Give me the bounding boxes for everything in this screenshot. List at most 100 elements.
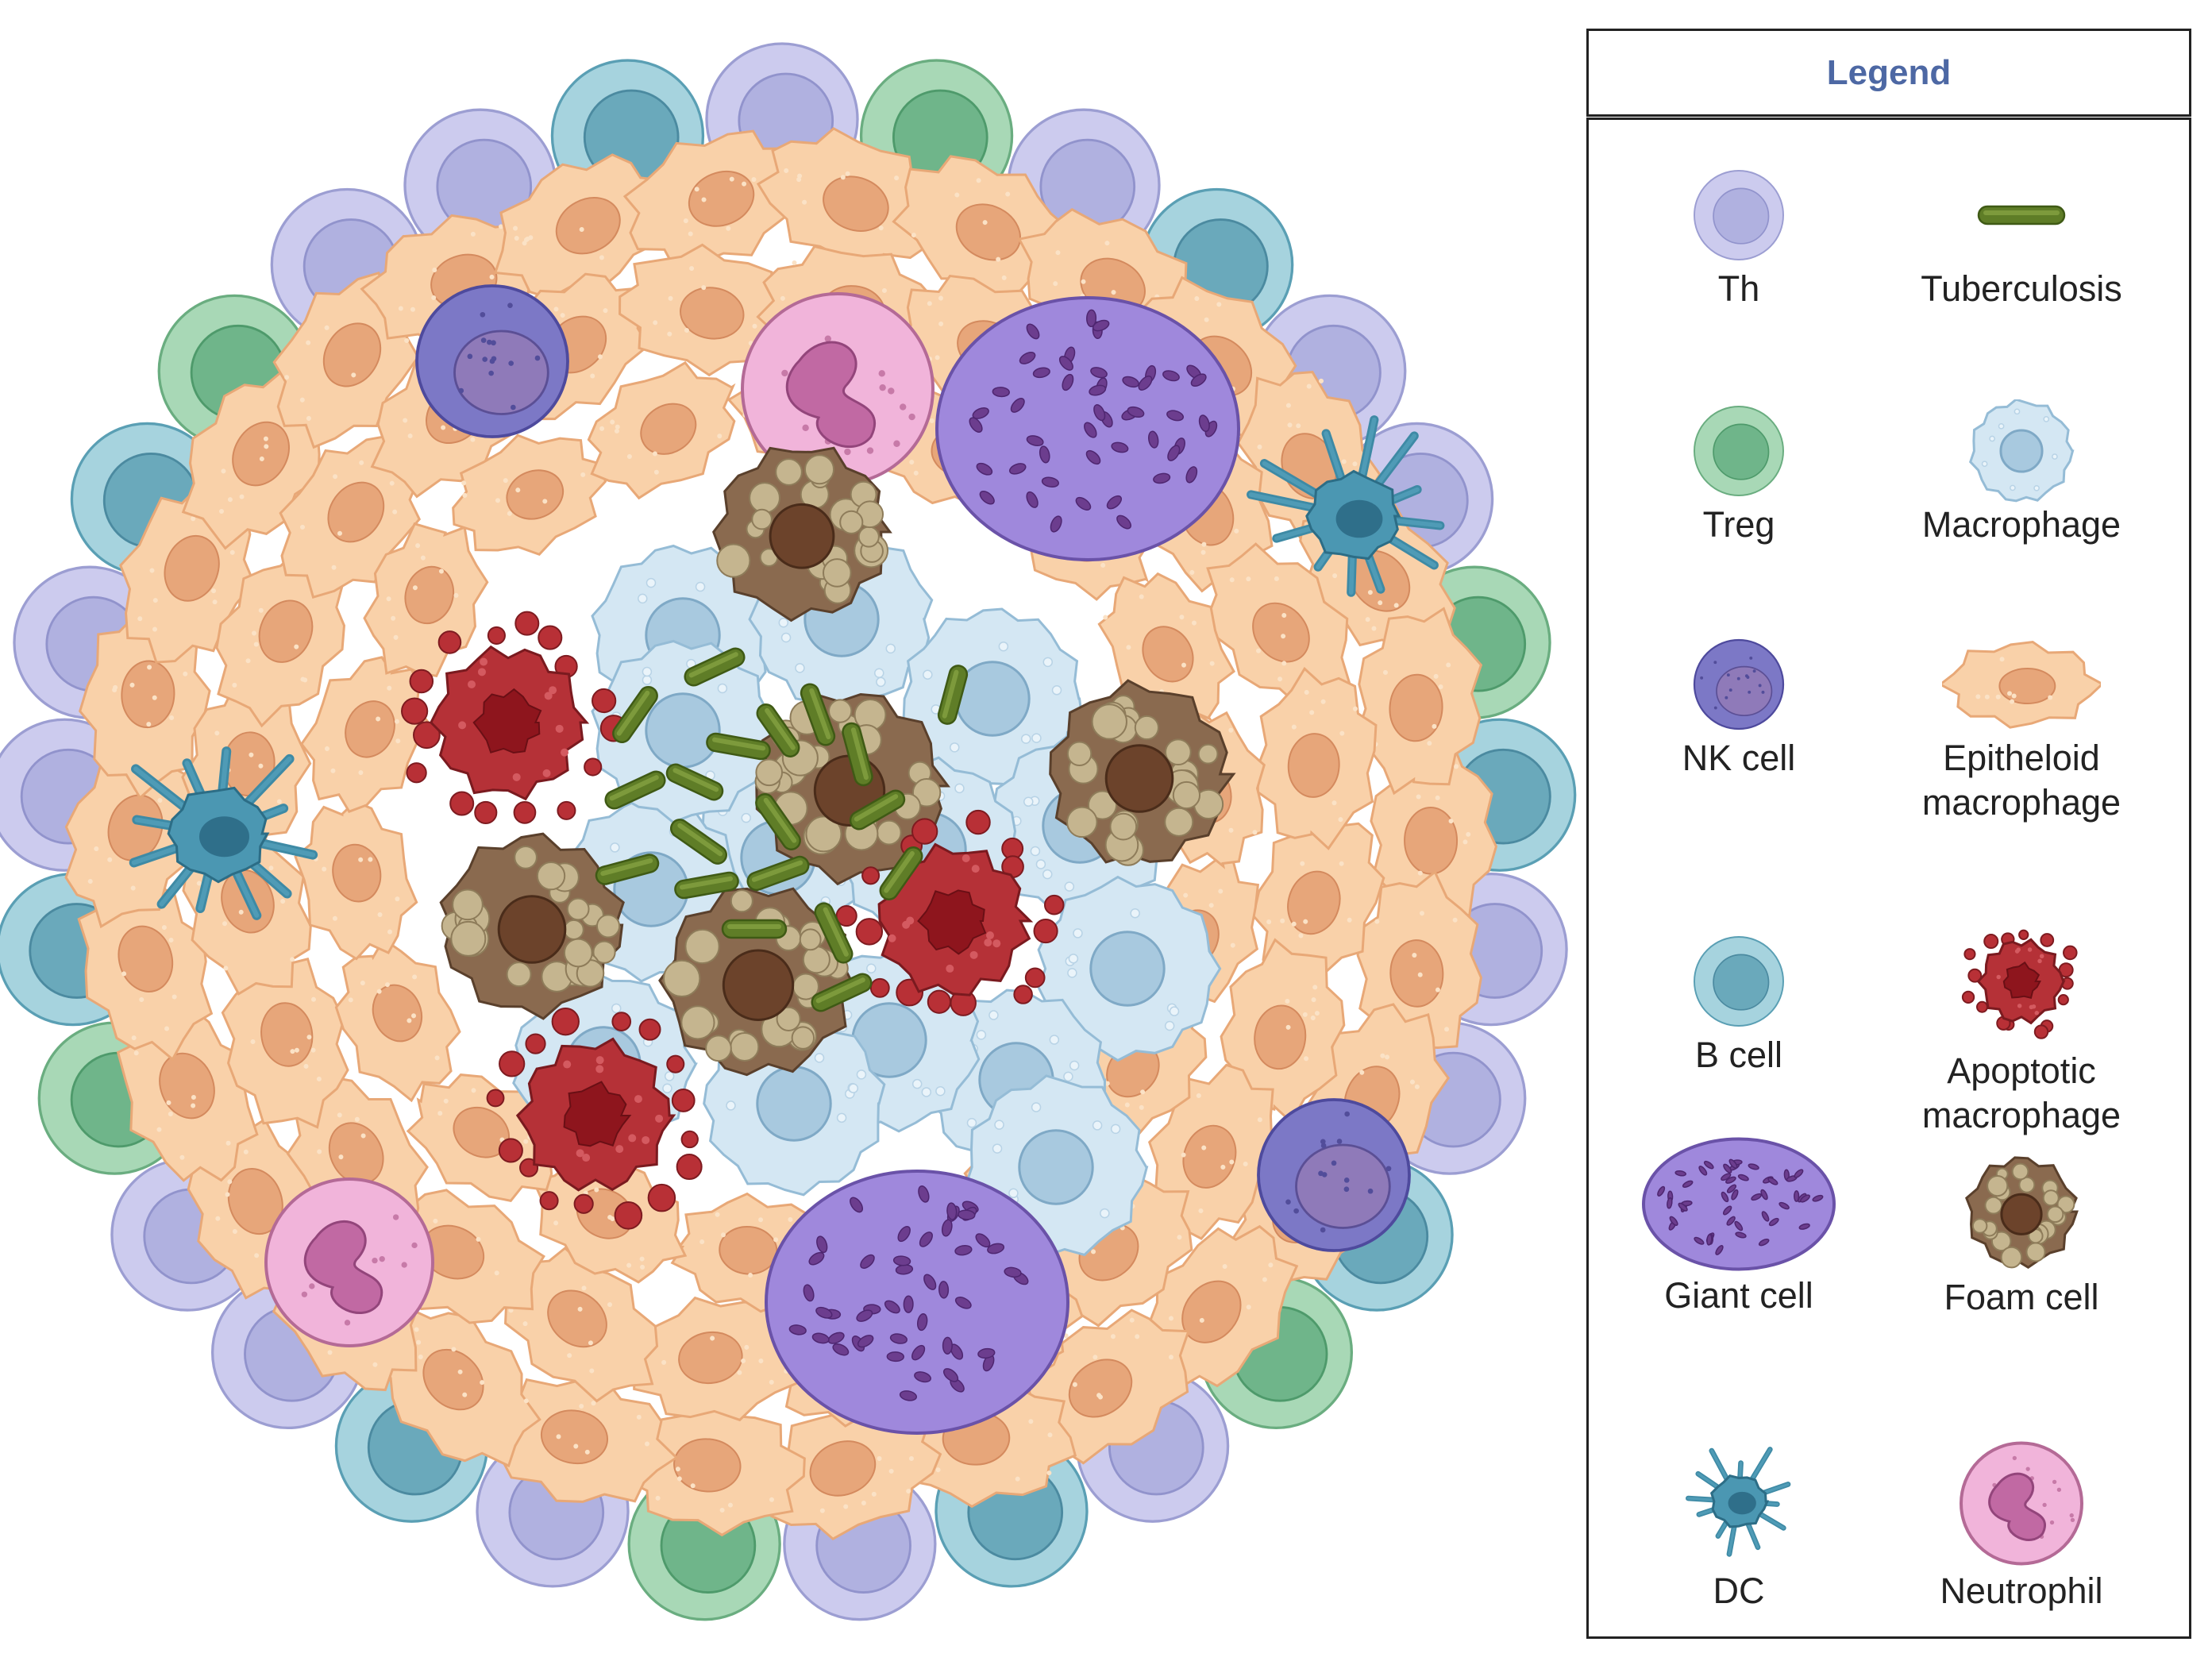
special-cells bbox=[129, 284, 1445, 1435]
legend-item-giant: Giant cell bbox=[1604, 1135, 1874, 1318]
epitheloid-macrophage bbox=[892, 155, 1075, 298]
epitheloid-macrophage bbox=[1023, 1308, 1190, 1465]
apoptotic-macrophage bbox=[835, 809, 1065, 1016]
epitheloid-macrophage bbox=[1251, 804, 1385, 989]
epitheloid-macrophage bbox=[1256, 666, 1378, 850]
foam-cell bbox=[1049, 679, 1236, 866]
legend-label-macrophage: Macrophage bbox=[1921, 504, 2121, 545]
legend-label-neutrophil: Neutrophil bbox=[1940, 1571, 2103, 1611]
macrophage bbox=[1968, 399, 2075, 503]
giant-cell bbox=[935, 296, 1240, 561]
epitheloid-macrophage bbox=[452, 434, 608, 557]
tuberculosis-bacillus bbox=[1977, 205, 2066, 225]
tuberculosis-bacillus bbox=[811, 973, 873, 1012]
legend-label-bcell: B cell bbox=[1694, 1035, 1783, 1075]
legend-item-dc: DC bbox=[1604, 1434, 1874, 1613]
tuberculosis-bacillus bbox=[684, 647, 746, 687]
foam-cell bbox=[658, 887, 854, 1077]
macrophage bbox=[902, 607, 1084, 788]
legend-item-macrophage: Macrophage bbox=[1886, 399, 2156, 547]
legend-panel: Legend Th Tuberculosis Treg Macrophage N… bbox=[1586, 29, 2191, 1639]
tuberculosis-bacillus bbox=[756, 703, 800, 757]
tuberculosis-bacillus bbox=[755, 792, 801, 851]
tuberculosis-bacillus bbox=[842, 722, 873, 787]
giant-cell bbox=[1642, 1137, 1836, 1271]
legend-item-th: Th bbox=[1604, 164, 1874, 311]
dendritic-cell-icon bbox=[1686, 1447, 1791, 1557]
epitheloid-macrophage bbox=[1942, 640, 2101, 729]
epitheloid-macrophage-icon bbox=[1942, 640, 2101, 729]
legend-label-giant: Giant cell bbox=[1664, 1275, 1813, 1316]
legend-item-epitheloid: Epitheloid macrophage bbox=[1886, 633, 2156, 825]
tuberculosis-bacillus bbox=[721, 919, 788, 939]
tuberculosis-bacillus bbox=[849, 789, 906, 831]
macrophage bbox=[591, 639, 777, 824]
epitheloid-macrophage bbox=[334, 937, 461, 1103]
tuberculosis-bacillus-icon bbox=[1977, 205, 2066, 225]
legend-label-foam: Foam cell bbox=[1944, 1277, 2099, 1317]
legend-item-nk: NK cell bbox=[1604, 633, 1874, 780]
legend-item-bcell: B cell bbox=[1604, 930, 1874, 1077]
apoptotic-macrophage bbox=[486, 1007, 703, 1230]
foam-cell-icon bbox=[1965, 1156, 2079, 1269]
foam-cell bbox=[1965, 1156, 2079, 1269]
dendritic-cell bbox=[1247, 415, 1445, 597]
legend-item-tuberculosis: Tuberculosis bbox=[1886, 164, 2156, 311]
legend-label-dc: DC bbox=[1713, 1571, 1765, 1611]
apoptotic-macrophage-icon bbox=[1961, 929, 2078, 1039]
legend-header: Legend bbox=[1586, 29, 2191, 117]
tuberculosis-bacillus bbox=[595, 854, 660, 885]
legend-title: Legend bbox=[1826, 52, 1952, 92]
tuberculosis-bacillus bbox=[800, 683, 836, 746]
epitheloid-macrophage bbox=[619, 243, 797, 377]
legend-label-nk: NK cell bbox=[1682, 738, 1796, 778]
epitheloid-macrophage bbox=[294, 800, 418, 961]
tuberculosis-bacillus bbox=[669, 819, 728, 865]
tuberculosis-bacillus bbox=[814, 902, 854, 964]
epitheloid-macrophage bbox=[221, 954, 349, 1129]
nk-cell bbox=[1693, 638, 1785, 730]
dendritic-cell bbox=[1686, 1447, 1791, 1557]
neutrophil bbox=[264, 1177, 434, 1347]
legend-label-treg: Treg bbox=[1702, 504, 1775, 545]
neutrophil-icon bbox=[1960, 1441, 2083, 1566]
tuberculosis-bacilli bbox=[595, 647, 969, 1012]
epitheloid-macrophage bbox=[622, 129, 804, 270]
macrophage bbox=[1037, 875, 1222, 1062]
legend-label-apoptotic: Apoptotic macrophage bbox=[1921, 1050, 2121, 1135]
legend-item-neutrophil: Neutrophil bbox=[1886, 1438, 2156, 1613]
tuberculosis-bacillus bbox=[665, 763, 724, 801]
treg-cell bbox=[1694, 406, 1784, 496]
nk-cell bbox=[415, 284, 569, 438]
tuberculosis-bacillus bbox=[604, 770, 666, 810]
giant-cell bbox=[765, 1170, 1069, 1435]
legend-item-treg: Treg bbox=[1604, 399, 1874, 547]
epitheloid-macrophage bbox=[1206, 542, 1351, 711]
epitheloid-macrophage bbox=[116, 1001, 259, 1182]
b-cell-icon bbox=[1694, 936, 1784, 1027]
legend-body: Th Tuberculosis Treg Macrophage NK cell … bbox=[1586, 118, 2191, 1639]
treg-cell-icon bbox=[1694, 406, 1784, 496]
macrophage-icon bbox=[1968, 399, 2075, 503]
tuberculosis-bacillus bbox=[746, 855, 810, 892]
apoptotic-macrophage bbox=[1961, 929, 2078, 1039]
legend-label-tuberculosis: Tuberculosis bbox=[1921, 268, 2122, 309]
legend-item-foam: Foam cell bbox=[1886, 1148, 2156, 1320]
legend-label-epitheloid: Epitheloid macrophage bbox=[1921, 738, 2121, 823]
nk-cell-icon bbox=[1693, 638, 1785, 730]
foam-cell bbox=[439, 832, 625, 1020]
foam-cell bbox=[712, 446, 892, 622]
th-cell-icon bbox=[1694, 170, 1784, 260]
epitheloid-macrophage bbox=[493, 153, 671, 299]
legend-item-apoptotic: Apoptotic macrophage bbox=[1886, 914, 2156, 1138]
granuloma-illustration bbox=[0, 42, 1577, 1621]
nk-cell bbox=[1257, 1098, 1411, 1252]
giant-cell-icon bbox=[1642, 1137, 1836, 1271]
tuberculosis-bacillus bbox=[937, 665, 969, 725]
tuberculosis-bacillus bbox=[879, 846, 923, 900]
dendritic-cell bbox=[129, 746, 318, 920]
b-cell bbox=[1694, 936, 1784, 1027]
tuberculosis-bacillus bbox=[612, 685, 658, 744]
epitheloid-macrophage bbox=[299, 656, 431, 813]
th-cell bbox=[1694, 170, 1784, 260]
